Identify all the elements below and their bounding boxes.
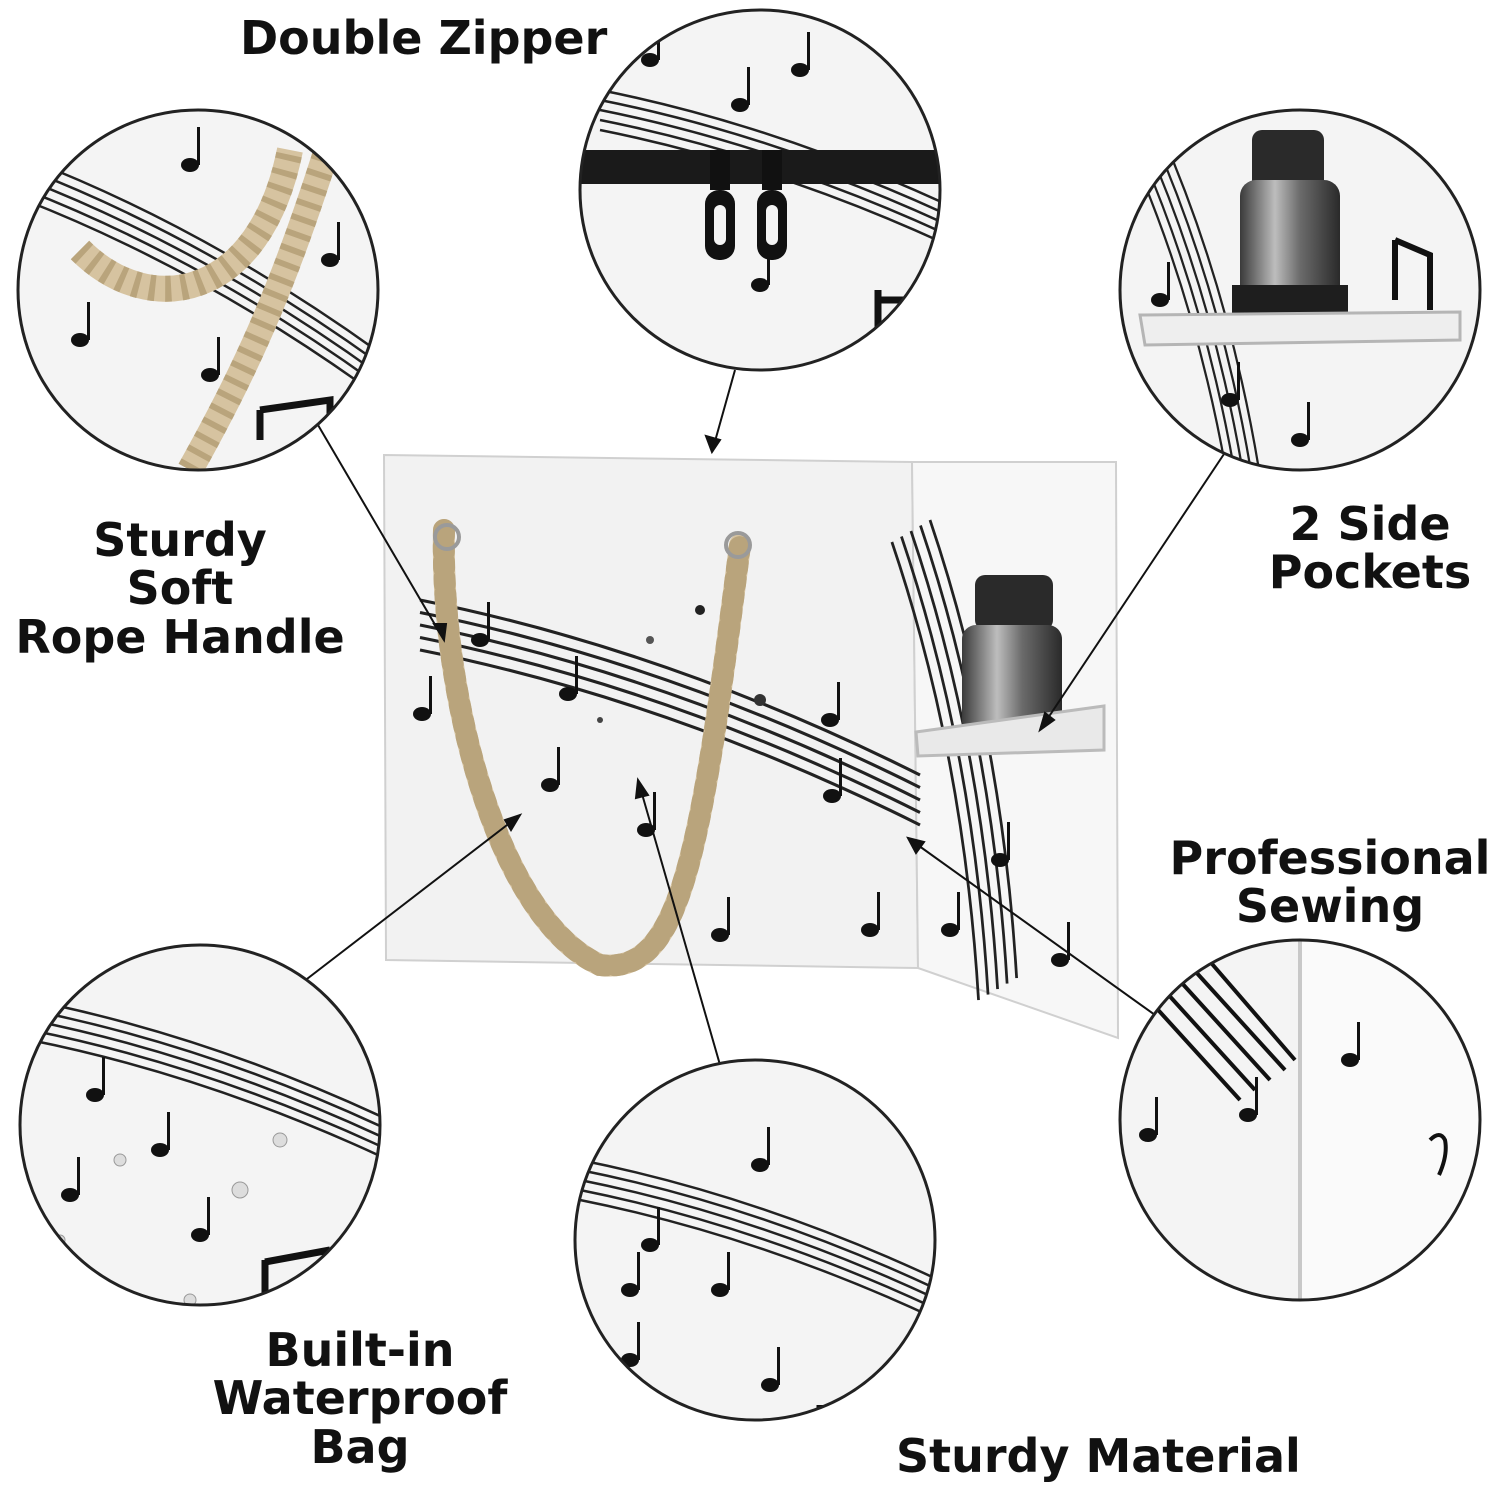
label-rope-handle-line-3: Rope Handle: [15, 609, 345, 664]
label-rope-handle-line-1: Sturdy: [93, 513, 267, 567]
tote-bag: [382, 453, 1152, 1040]
label-rope-handle: Sturdy Soft Rope Handle: [0, 516, 360, 661]
leader-lines: [289, 369, 1229, 1111]
label-waterproof-bag-line-2: Waterproof: [212, 1371, 508, 1426]
label-professional-sewing-line-2: Sewing: [1235, 879, 1425, 934]
label-double-zipper: Double Zipper: [240, 11, 608, 65]
side-pocket-bottle: [914, 575, 1106, 758]
detail-sturdy-material: [573, 1058, 937, 1422]
label-waterproof-bag-line-3: Bag: [310, 1419, 410, 1474]
label-professional-sewing-line-1: Professional: [1169, 831, 1491, 885]
bag-music-print: [413, 518, 1152, 1002]
detail-professional-sewing: [1118, 938, 1482, 1302]
label-waterproof-bag: Built-in Waterproof Bag: [190, 1326, 530, 1471]
label-rope-handle-line-2: Soft: [126, 561, 234, 616]
detail-waterproof-bag: [18, 943, 382, 1307]
label-side-pockets-line-1: 2 Side: [1289, 497, 1451, 551]
detail-side-pockets: [1118, 108, 1482, 472]
label-professional-sewing: Professional Sewing: [1160, 834, 1500, 931]
label-side-pockets-line-2: Pockets: [1268, 545, 1472, 600]
label-sturdy-material: Sturdy Material: [896, 1429, 1301, 1483]
label-side-pockets: 2 Side Pockets: [1240, 500, 1500, 597]
detail-double-zipper: [578, 8, 942, 372]
label-waterproof-bag-line-1: Built-in: [265, 1323, 455, 1377]
detail-rope-handle: [16, 108, 380, 472]
